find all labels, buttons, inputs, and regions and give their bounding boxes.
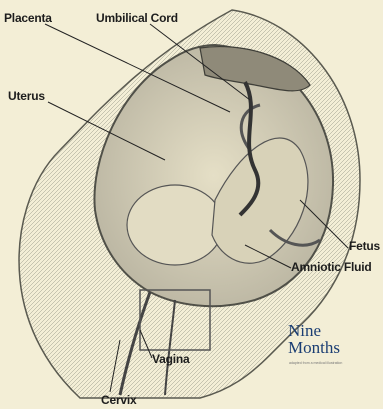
placenta-label: Placenta — [4, 11, 52, 25]
uterus-label: Uterus — [8, 89, 45, 103]
fetus-label: Fetus — [349, 239, 380, 253]
fetus-head-shape — [127, 185, 223, 265]
caption-text: adapted from a medical illustration — [289, 361, 342, 365]
title-line-2: Months — [288, 339, 340, 356]
amniotic-fluid-label: Amniotic Fluid — [291, 260, 372, 274]
cervix-label: Cervix — [101, 393, 137, 407]
umbilical-cord-label: Umbilical Cord — [96, 11, 178, 25]
vagina-label: Vagina — [152, 352, 189, 366]
diagram-title: Nine Months — [288, 322, 340, 356]
title-line-1: Nine — [288, 322, 340, 339]
